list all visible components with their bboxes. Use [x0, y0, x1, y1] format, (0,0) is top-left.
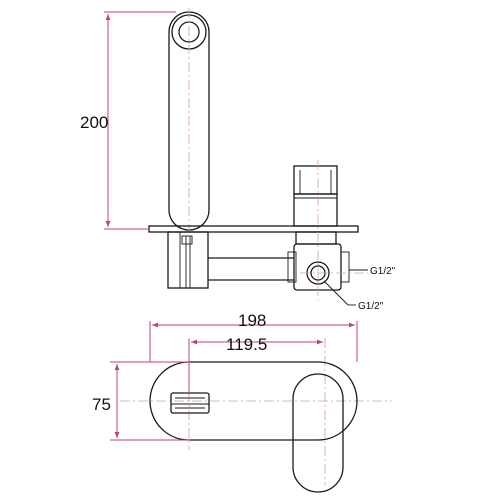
- spout-base-notch: [181, 235, 193, 245]
- valve-body: [293, 243, 342, 291]
- lever-handle: [292, 373, 344, 493]
- spout-outlet: [170, 392, 210, 414]
- side-view: G1/2" G1/2" 200: [80, 8, 396, 312]
- valve-side-port-right: [340, 251, 350, 283]
- mixer-handle-body: [293, 193, 338, 227]
- leader-line-bottom: [323, 280, 349, 306]
- wall-plate: [148, 225, 359, 233]
- plate-height-dimension-label: 75: [92, 395, 111, 414]
- spout-base: [167, 231, 209, 289]
- top-view: 198 119.5 75: [92, 311, 392, 493]
- plate-outline: [149, 361, 358, 441]
- inlet-label-right: G1/2": [370, 266, 396, 277]
- width-dimension-label: 198: [238, 311, 266, 330]
- inlet-label-bottom: G1/2": [358, 301, 384, 312]
- projection-dimension-label: 119.5: [226, 335, 267, 354]
- valve-side-port-left: [287, 251, 297, 283]
- height-dimension-label: 200: [80, 113, 108, 132]
- valve-neck: [295, 231, 337, 245]
